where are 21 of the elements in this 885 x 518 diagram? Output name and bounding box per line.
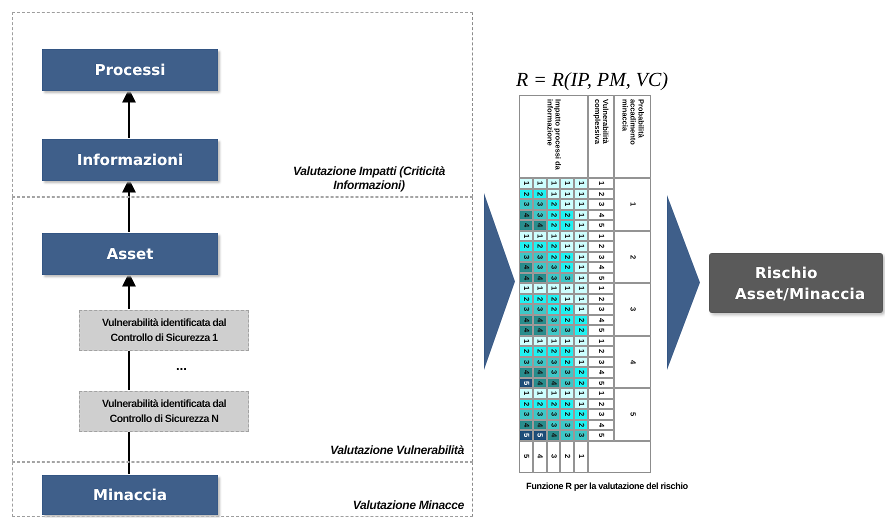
section-title: Valutazione Impatti (Criticità Informazioni)	[292, 164, 446, 192]
arrow	[122, 178, 136, 232]
chevron-arrow	[667, 195, 700, 370]
process-box: Processi	[42, 49, 218, 91]
assessment-panel	[12, 197, 473, 462]
process-box: Minaccia	[42, 475, 218, 515]
process-box: Vulnerabilità identificata dal Controllo di Sicurezza N	[79, 391, 249, 432]
section-title: Valutazione Vulnerabilità	[330, 443, 464, 457]
assessment-panel	[12, 12, 473, 197]
process-box: Asset	[42, 233, 218, 275]
section-title: Valutazione Minacce	[352, 498, 464, 512]
process-box: Informazioni	[42, 139, 218, 181]
caption: Funzione R per la valutazione del rischio	[525, 481, 689, 491]
chevron-arrow	[484, 193, 515, 370]
process-box: Vulnerabilità identificata dal Controllo di Sicurezza 1	[79, 310, 249, 351]
ellipsis: ...	[176, 358, 187, 373]
arrow	[122, 88, 136, 138]
assessment-panel	[12, 462, 473, 517]
result-box: Rischio Asset/Minaccia	[709, 253, 883, 313]
formula: R = R(IP, PM, VC)	[516, 69, 668, 92]
arrow	[122, 272, 136, 309]
